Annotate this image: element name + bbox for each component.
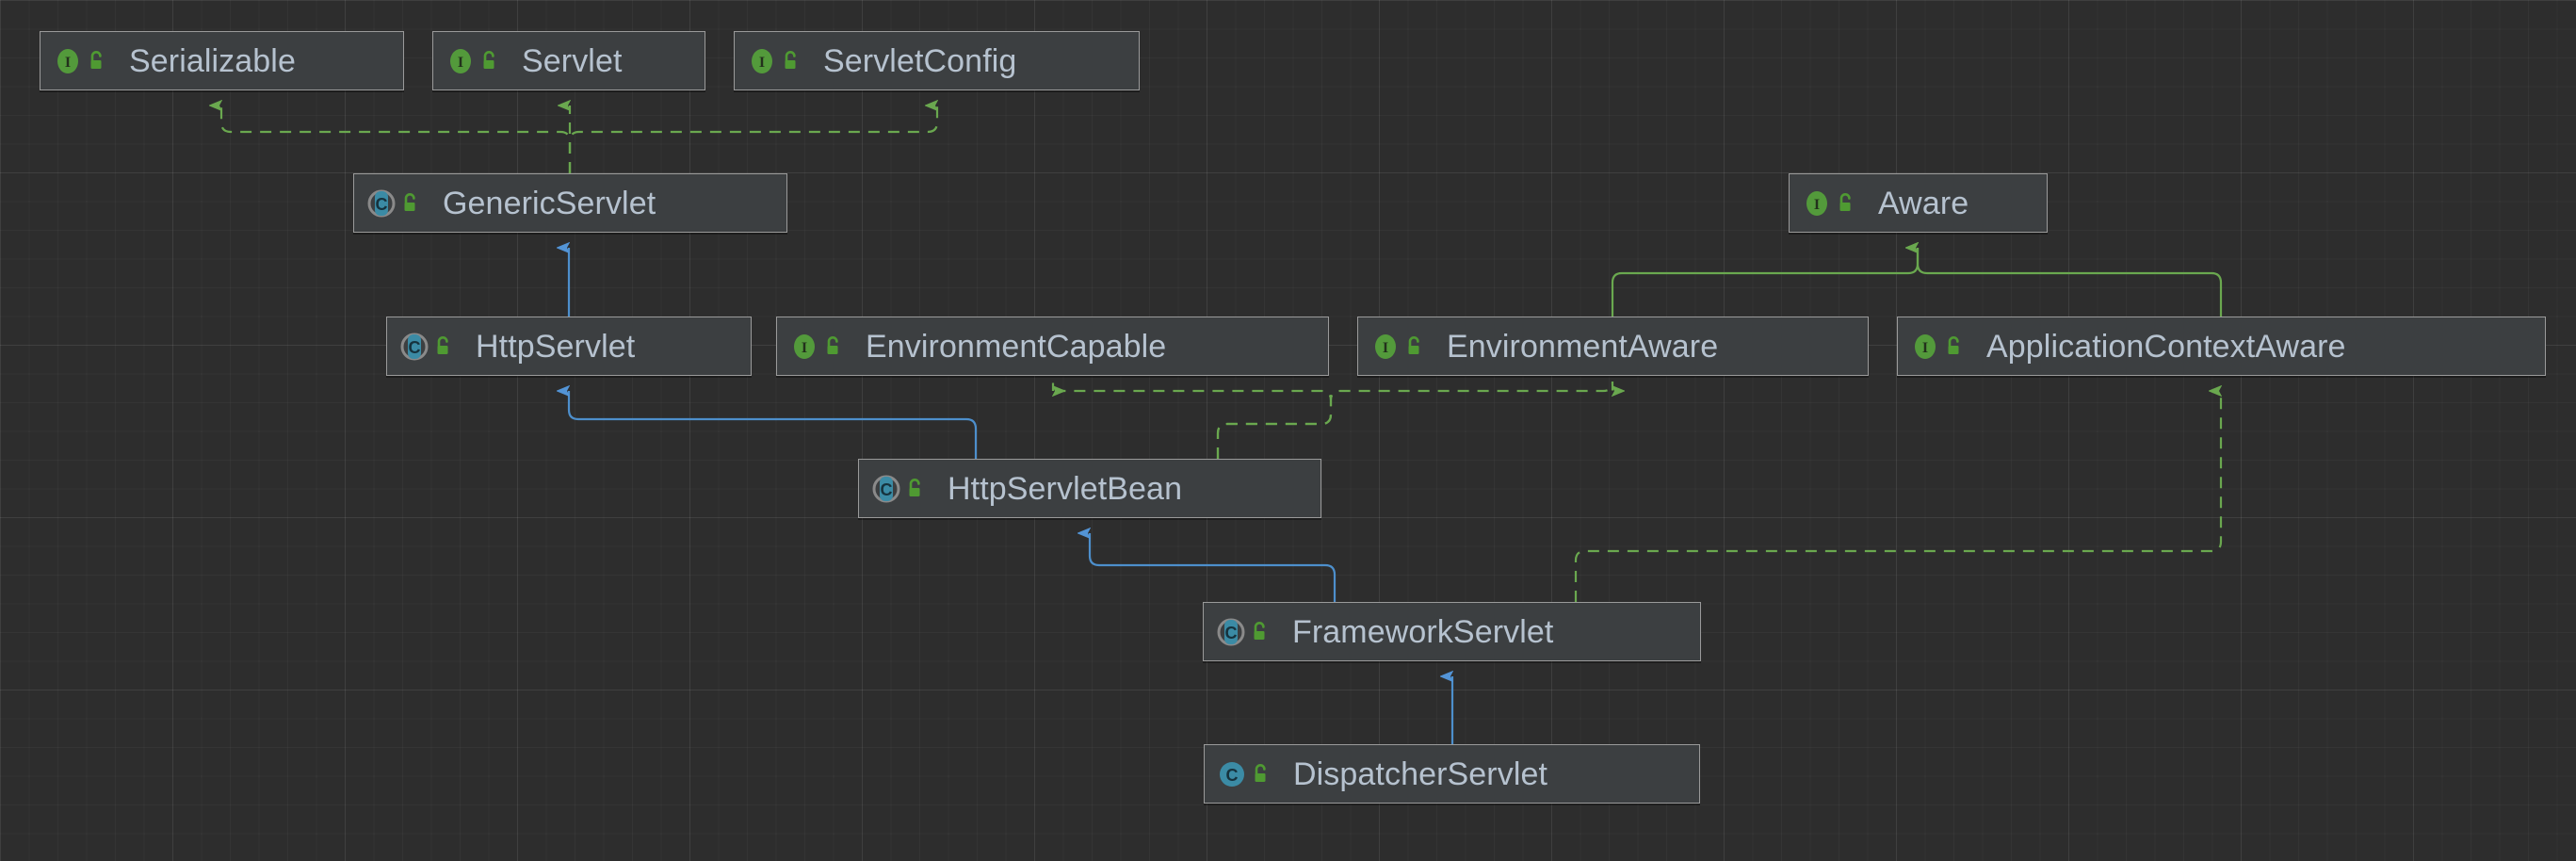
abstract-class-icon: C bbox=[872, 475, 900, 502]
node-icon-group: I bbox=[1369, 331, 1426, 363]
interface-icon: I bbox=[1915, 333, 1936, 359]
uml-edge-genericservlet-implements-servletconfig[interactable] bbox=[568, 106, 939, 173]
uml-node-label: EnvironmentCapable bbox=[866, 328, 1167, 365]
node-icon-group: C bbox=[365, 187, 422, 219]
uml-node-servlet[interactable]: I Servlet bbox=[432, 31, 705, 90]
uml-node-label: Aware bbox=[1878, 185, 1969, 221]
svg-text:I: I bbox=[802, 340, 807, 356]
uml-edge-frameworkservlet-implements-appctxaware[interactable] bbox=[1574, 391, 2223, 602]
svg-text:I: I bbox=[458, 55, 463, 71]
unlocked-padlock-icon bbox=[483, 50, 494, 69]
interface-icon: I bbox=[450, 48, 471, 73]
uml-node-label: HttpServlet bbox=[476, 328, 636, 365]
interface-icon: I bbox=[57, 48, 78, 73]
svg-text:C: C bbox=[409, 338, 421, 357]
node-icon-group: I bbox=[1909, 331, 1966, 363]
uml-node-label: ServletConfig bbox=[823, 42, 1017, 79]
uml-node-label: FrameworkServlet bbox=[1292, 613, 1554, 650]
svg-text:I: I bbox=[65, 55, 71, 71]
uml-node-label: DispatcherServlet bbox=[1293, 755, 1548, 792]
abstract-class-icon: C bbox=[1217, 618, 1245, 645]
node-icon-group: I bbox=[788, 331, 845, 363]
uml-edge-httpservletbean-implements-envcapable[interactable] bbox=[1051, 381, 1333, 459]
node-icon-group: I bbox=[52, 45, 108, 77]
unlocked-padlock-icon bbox=[404, 192, 415, 211]
unlocked-padlock-icon bbox=[90, 50, 102, 69]
node-icon-group: C bbox=[870, 473, 927, 505]
uml-node-label: ApplicationContextAware bbox=[1986, 328, 2346, 365]
interface-icon: I bbox=[752, 48, 772, 73]
uml-edge-frameworkservlet-extends-httpservletbean[interactable] bbox=[1090, 533, 1337, 602]
uml-node-httpservlet[interactable]: C HttpServlet bbox=[386, 317, 752, 376]
svg-text:C: C bbox=[881, 480, 893, 499]
uml-node-serializable[interactable]: I Serializable bbox=[40, 31, 404, 90]
uml-node-aware[interactable]: I Aware bbox=[1789, 173, 2048, 233]
uml-node-servletconfig[interactable]: I ServletConfig bbox=[734, 31, 1140, 90]
interface-icon: I bbox=[1375, 333, 1396, 359]
node-icon-group: C bbox=[1216, 758, 1272, 790]
unlocked-padlock-icon bbox=[1254, 621, 1265, 640]
svg-text:I: I bbox=[1922, 340, 1928, 356]
uml-node-environmentaware[interactable]: I EnvironmentAware bbox=[1357, 317, 1869, 376]
svg-text:C: C bbox=[376, 195, 388, 214]
interface-icon: I bbox=[794, 333, 815, 359]
uml-node-label: Servlet bbox=[522, 42, 623, 79]
node-icon-group: I bbox=[445, 45, 501, 77]
uml-edge-httpservletbean-extends-httpservlet[interactable] bbox=[569, 391, 978, 459]
uml-node-genericservlet[interactable]: C GenericServlet bbox=[353, 173, 787, 233]
uml-node-frameworkservlet[interactable]: C FrameworkServlet bbox=[1203, 602, 1701, 661]
uml-node-label: HttpServletBean bbox=[948, 470, 1183, 507]
node-icon-group: C bbox=[1215, 616, 1272, 648]
node-icon-group: I bbox=[746, 45, 802, 77]
unlocked-padlock-icon bbox=[1408, 335, 1419, 354]
unlocked-padlock-icon bbox=[437, 335, 448, 354]
unlocked-padlock-icon bbox=[785, 50, 796, 69]
svg-text:C: C bbox=[1225, 624, 1238, 642]
svg-text:I: I bbox=[1383, 340, 1388, 356]
interface-icon: I bbox=[1806, 190, 1827, 216]
uml-node-label: Serializable bbox=[129, 42, 296, 79]
node-icon-group: C bbox=[398, 331, 455, 363]
unlocked-padlock-icon bbox=[1255, 763, 1266, 782]
unlocked-padlock-icon bbox=[1948, 335, 1959, 354]
unlocked-padlock-icon bbox=[827, 335, 838, 354]
uml-node-dispatcherservlet[interactable]: C DispatcherServlet bbox=[1204, 744, 1700, 804]
uml-node-applicationcontextaware[interactable]: I ApplicationContextAware bbox=[1897, 317, 2546, 376]
class-icon: C bbox=[1220, 761, 1244, 787]
unlocked-padlock-icon bbox=[909, 478, 920, 496]
uml-node-httpservletbean[interactable]: C HttpServletBean bbox=[858, 459, 1321, 518]
uml-edge-applicationcontextaware-extends-aware[interactable] bbox=[1918, 248, 2223, 317]
svg-text:I: I bbox=[1814, 197, 1820, 213]
svg-text:C: C bbox=[1226, 766, 1239, 785]
abstract-class-icon: C bbox=[400, 333, 429, 360]
abstract-class-icon: C bbox=[367, 189, 396, 217]
node-icon-group: I bbox=[1801, 187, 1857, 219]
uml-node-label: GenericServlet bbox=[443, 185, 656, 221]
unlocked-padlock-icon bbox=[1839, 192, 1851, 211]
uml-node-label: EnvironmentAware bbox=[1447, 328, 1719, 365]
svg-text:I: I bbox=[759, 55, 765, 71]
uml-node-environmentcapable[interactable]: I EnvironmentCapable bbox=[776, 317, 1329, 376]
